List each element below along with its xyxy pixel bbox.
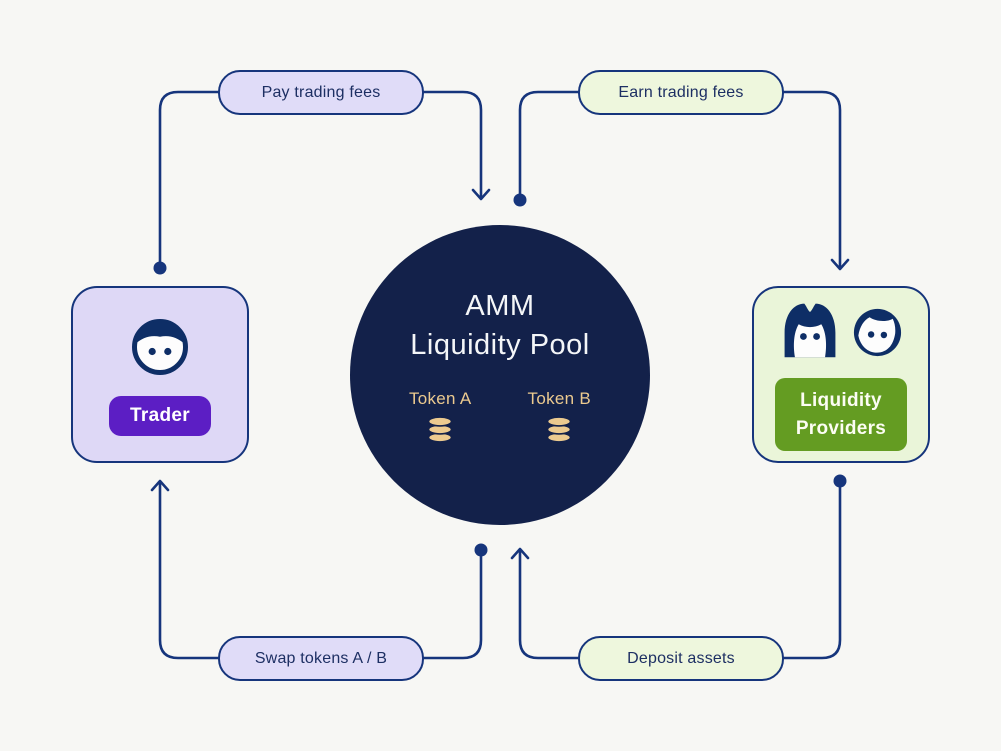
trader-face-icon — [132, 318, 188, 375]
coin-stack-icon — [546, 416, 572, 443]
pay-trading-fees-text: Pay trading fees — [261, 83, 381, 101]
pay-flow-arrowhead — [471, 188, 491, 201]
token-a-label: Token A — [408, 389, 472, 409]
swap-flow-line — [158, 482, 483, 660]
liquidity-providers-badge: Liquidity Providers — [775, 377, 907, 452]
trader-badge: Trader — [109, 395, 211, 436]
pay-flow-origin-dot — [153, 261, 167, 275]
earn-flow-origin-dot — [513, 193, 527, 207]
swap-tokens-text: Swap tokens A / B — [254, 649, 388, 667]
deposit-flow-arrowhead — [510, 547, 530, 560]
deposit-assets-text: Deposit assets — [627, 649, 735, 667]
deposit-flow-origin-dot — [833, 474, 847, 488]
amm-pool-node: AMM Liquidity Pool Token A Token B — [350, 225, 650, 525]
token-b: Token B — [528, 389, 592, 443]
coin-stack-icon — [427, 416, 453, 443]
pool-tokens: Token A Token B — [409, 389, 591, 443]
earn-trading-fees-text: Earn trading fees — [618, 83, 744, 101]
liquidity-providers-badge-text: Liquidity Providers — [795, 389, 887, 439]
trader-badge-text: Trader — [130, 404, 190, 426]
pool-title-line1: AMM — [465, 290, 535, 322]
pay-trading-fees-label: Pay trading fees — [218, 70, 424, 115]
liquidity-providers-node: Liquidity Providers — [752, 286, 930, 463]
swap-tokens-label: Swap tokens A / B — [218, 636, 424, 681]
token-a: Token A — [409, 389, 472, 443]
pool-title-line2: Liquidity Pool — [410, 328, 590, 361]
swap-flow-arrowhead — [150, 479, 170, 492]
trader-avatar — [128, 314, 192, 378]
trader-node: Trader — [71, 286, 249, 463]
liquidity-providers-avatars — [778, 298, 905, 360]
earn-trading-fees-label: Earn trading fees — [578, 70, 784, 115]
man-face-icon — [853, 308, 901, 357]
woman-face-icon — [784, 303, 835, 358]
earn-flow-line — [518, 90, 842, 268]
pool-title: AMM Liquidity Pool — [410, 287, 590, 364]
swap-flow-origin-dot — [474, 543, 488, 557]
earn-flow-arrowhead — [830, 258, 850, 271]
deposit-assets-label: Deposit assets — [578, 636, 784, 681]
token-b-label: Token B — [527, 389, 592, 409]
